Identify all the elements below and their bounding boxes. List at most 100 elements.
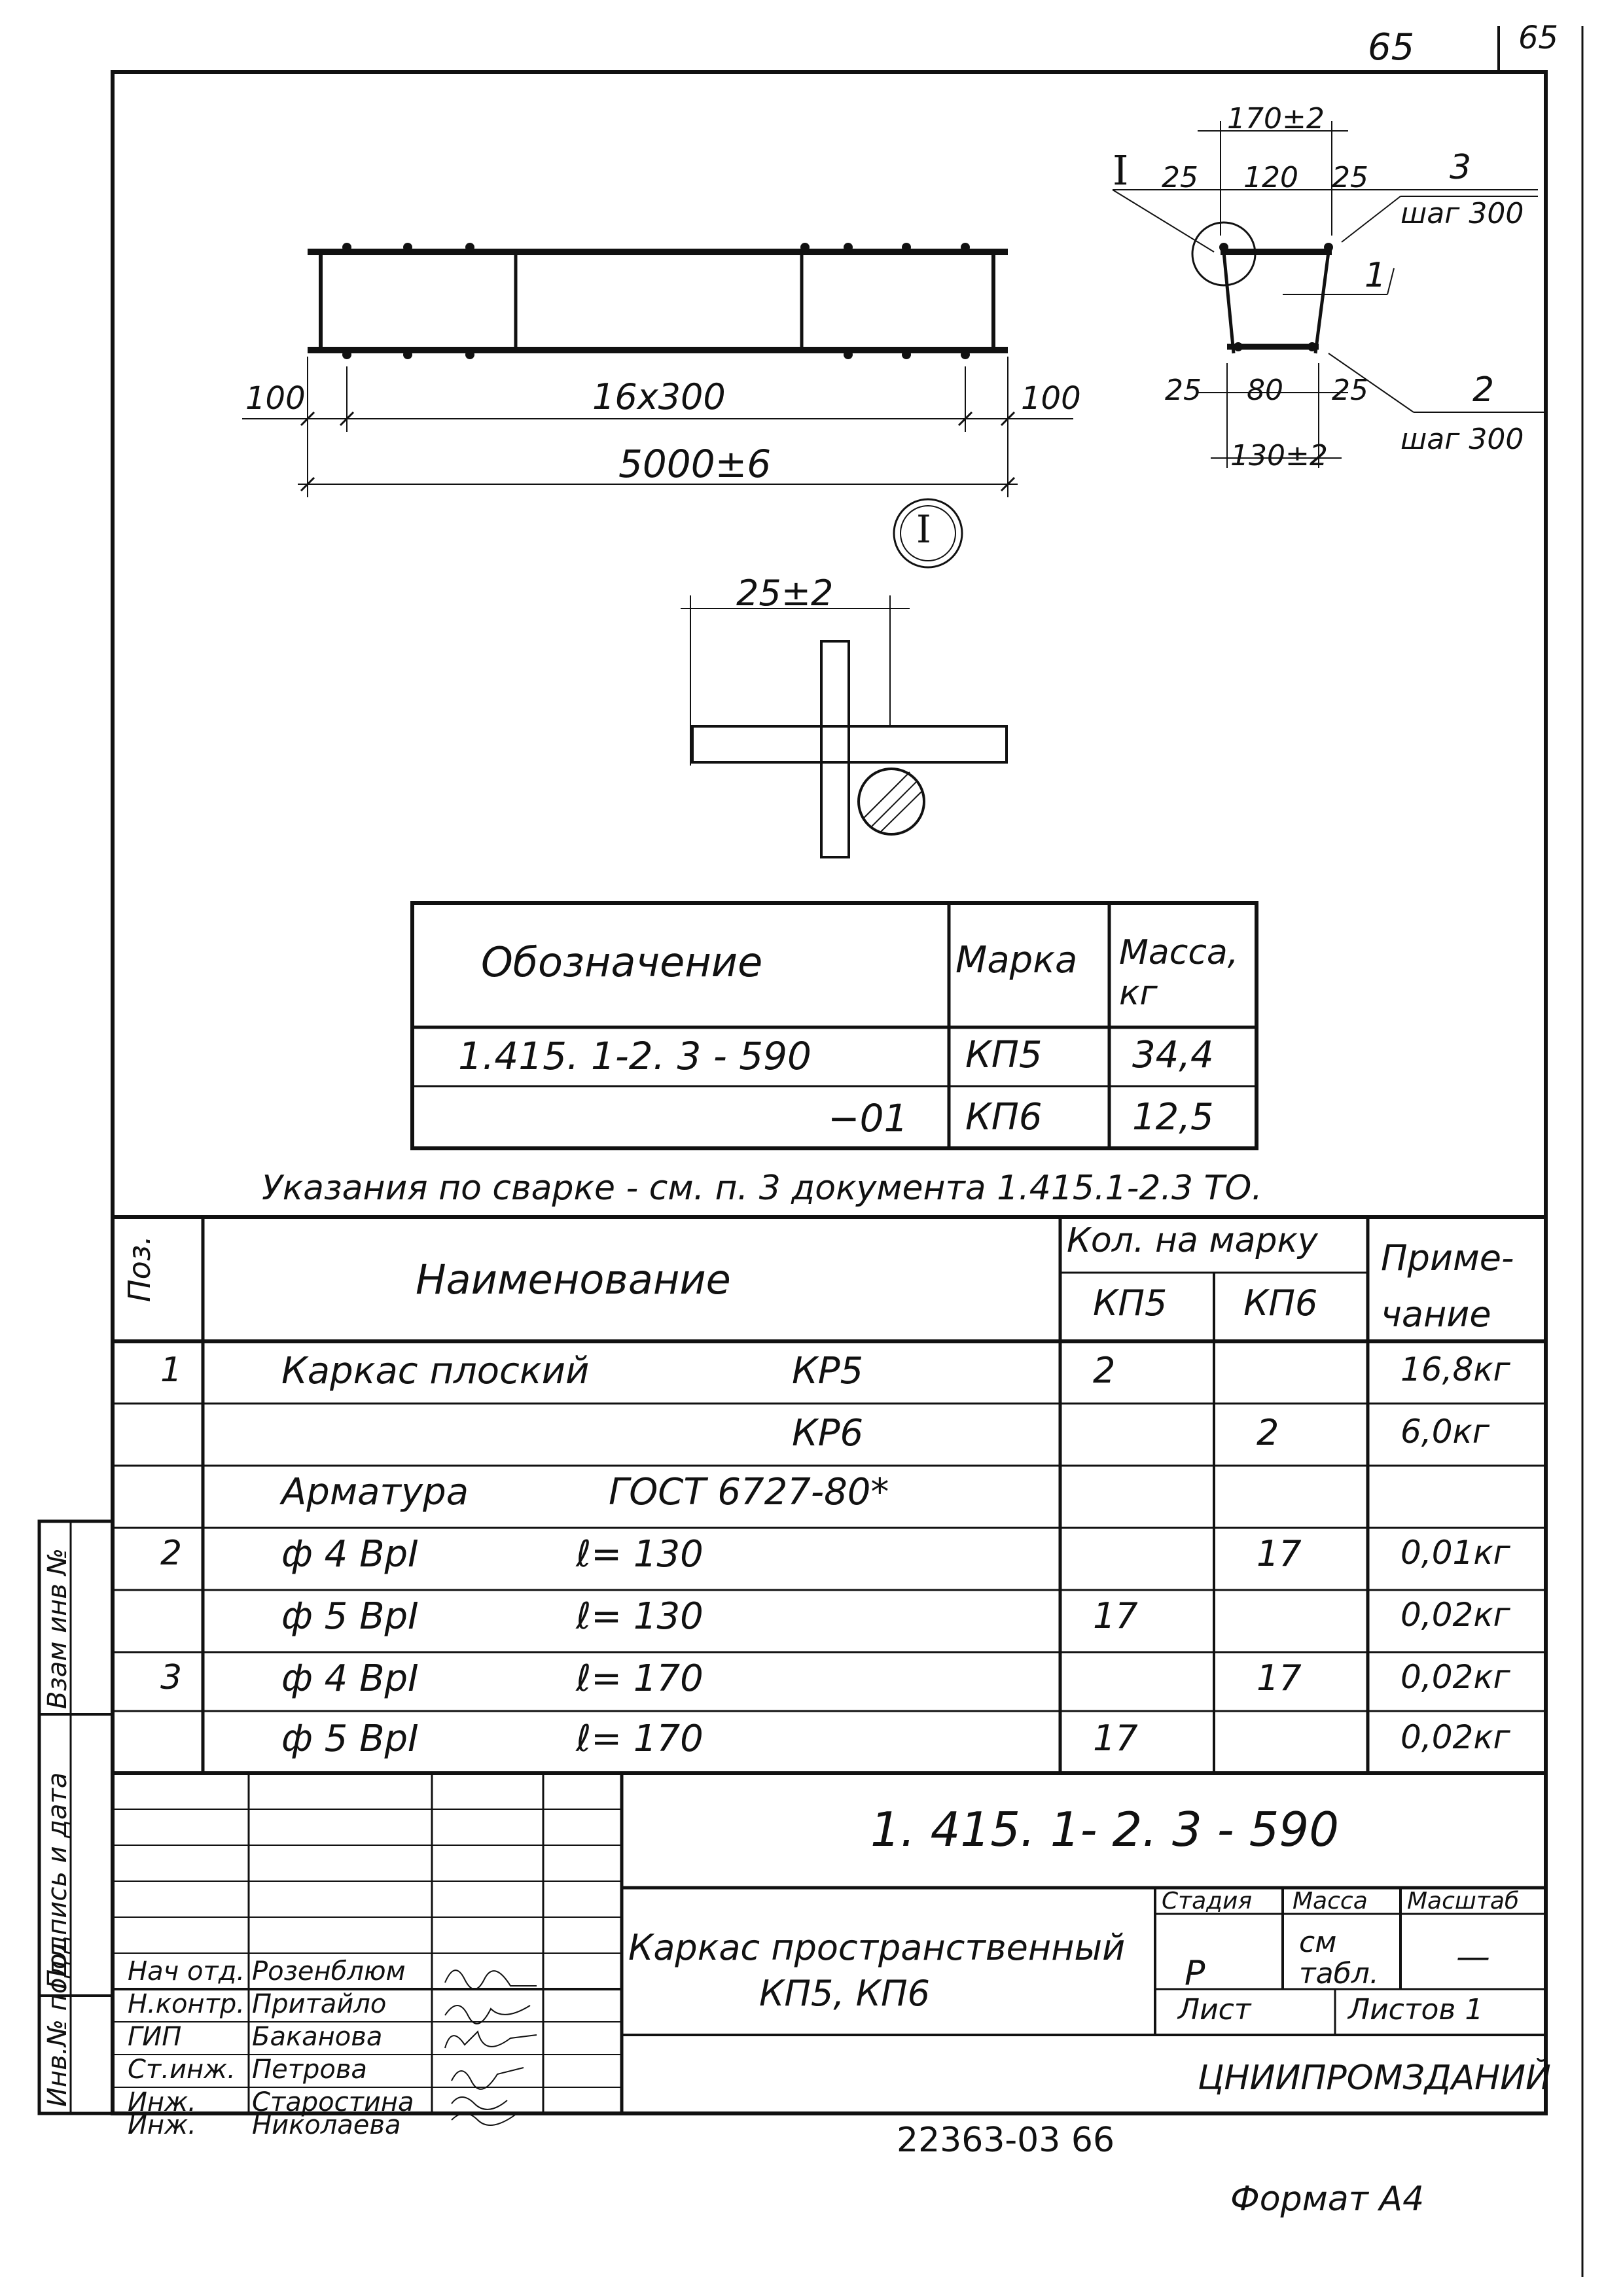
- section-label: I: [1113, 147, 1129, 194]
- spec-cell-note: 0,02кг: [1400, 1658, 1510, 1696]
- spec-cell-note: 16,8кг: [1400, 1351, 1510, 1388]
- section-dim-bot-total: 130±2: [1230, 439, 1328, 472]
- dim-end-right: 100: [1021, 380, 1081, 417]
- title-block-grid: [113, 1773, 1546, 2113]
- signature-name: Притайло: [252, 1989, 387, 2019]
- doc-code: 1. 415. 1- 2. 3 - 590: [870, 1802, 1340, 1857]
- spec-cell-ref: ℓ= 170: [576, 1657, 704, 1700]
- spec-cell-name: Арматура: [281, 1471, 469, 1513]
- section-dim-bot-mid: 80: [1247, 374, 1283, 407]
- mark-header-mark: Марка: [955, 939, 1078, 981]
- spec-cell-note: 0,01кг: [1400, 1534, 1510, 1572]
- spec-cell-note: 6,0кг: [1400, 1413, 1489, 1451]
- spec-cell-name: Каркас плоский: [281, 1350, 590, 1392]
- welding-note: Указания по сварке - см. п. 3 документа …: [262, 1169, 1262, 1208]
- section-view: [1112, 121, 1544, 468]
- section-pos3-step: шаг 300: [1400, 197, 1524, 230]
- stage-value: Р: [1185, 1954, 1205, 1993]
- page-number-left: 65: [1368, 26, 1415, 69]
- spec-header-name: Наименование: [416, 1256, 731, 1303]
- spec-header-kp6: КП6: [1243, 1282, 1318, 1324]
- spec-cell-name: ф 5 ВрI: [281, 1595, 419, 1638]
- detail-dim: 25±2: [736, 573, 834, 614]
- side-sign-date: Подпись и дата: [43, 1772, 73, 1989]
- signature-role: Инж.: [128, 2087, 196, 2117]
- spec-cell-kp5: 17: [1093, 1595, 1138, 1636]
- spec-cell-ref: КР6: [792, 1412, 864, 1455]
- section-dim-top-left: 25: [1162, 161, 1198, 194]
- spec-cell-pos: 3: [160, 1658, 183, 1697]
- stage-label: Стадия: [1162, 1888, 1253, 1915]
- sheet-frame: [111, 70, 1548, 2115]
- spec-cell-pos: 2: [160, 1534, 183, 1573]
- elevation-view: [242, 243, 1073, 497]
- spec-cell-name: ф 4 ВрI: [281, 1657, 419, 1700]
- section-pos3: 3: [1450, 148, 1472, 187]
- signature-name: Баканова: [252, 2022, 383, 2052]
- side-replace-inv: Взам инв №: [43, 1547, 73, 1709]
- spec-cell-ref: ℓ= 130: [576, 1595, 704, 1638]
- spec-cell-name: ф 5 ВрI: [281, 1718, 419, 1760]
- mark-header-designation: Обозначение: [481, 938, 763, 986]
- mark-row2-designation: −01: [828, 1096, 908, 1140]
- spec-header-qty: Кол. на марку: [1067, 1221, 1318, 1260]
- scale-value: —: [1456, 1937, 1490, 1977]
- section-pos2-step: шаг 300: [1400, 423, 1524, 456]
- signature-role: Инж.: [128, 2110, 196, 2140]
- section-pos1: 1: [1364, 256, 1387, 295]
- section-dim-bot-right: 25: [1332, 374, 1368, 407]
- signature-role: Нач отд.: [128, 1956, 245, 1987]
- mark-row2-mark: КП6: [965, 1096, 1043, 1139]
- spec-cell-kp5: 2: [1093, 1350, 1116, 1391]
- spec-cell-kp5: 17: [1093, 1718, 1138, 1759]
- spec-cell-note: 0,02кг: [1400, 1596, 1510, 1634]
- detail-label: I: [916, 507, 931, 552]
- scale-label: Масштаб: [1407, 1888, 1520, 1915]
- mass-value: см табл.: [1299, 1926, 1379, 1991]
- mass-label: Масса: [1293, 1888, 1368, 1915]
- bottom-code: 22363-03 66: [897, 2121, 1115, 2160]
- signature-role: Ст.инж.: [128, 2055, 236, 2085]
- section-dim-top-mid: 120: [1243, 161, 1298, 194]
- organization: ЦНИИПРОМЗДАНИЙ: [1198, 2058, 1551, 2098]
- spec-cell-name: ф 4 ВрI: [281, 1533, 419, 1576]
- spec-cell-kp6: 17: [1257, 1657, 1302, 1699]
- section-dim-bot-left: 25: [1165, 374, 1202, 407]
- section-pos2: 2: [1472, 370, 1495, 410]
- page-number-right: 65: [1518, 20, 1559, 56]
- spec-cell-kp6: 2: [1257, 1412, 1279, 1453]
- signature-name: Старостина: [252, 2087, 414, 2117]
- mark-row1-mass: 34,4: [1132, 1034, 1214, 1076]
- mark-row2-mass: 12,5: [1132, 1096, 1214, 1139]
- spec-cell-kp6: 17: [1257, 1533, 1302, 1574]
- spec-header-pos: Поз.: [122, 1235, 157, 1302]
- title-line2: КП5, КП6: [759, 1973, 930, 2014]
- spec-header-note: Приме-чание: [1381, 1237, 1514, 1335]
- spec-cell-ref: ℓ= 170: [576, 1718, 704, 1760]
- spec-table-grid: [113, 1215, 1546, 1775]
- dim-spacing: 16x300: [592, 376, 726, 417]
- sheet-label: Лист: [1178, 1993, 1251, 2026]
- signature-role: Н.контр.: [128, 1989, 245, 2019]
- section-dim-top-right: 25: [1332, 161, 1368, 194]
- spec-cell-note: 0,02кг: [1400, 1718, 1510, 1756]
- title-line1: Каркас пространственный: [628, 1927, 1126, 1968]
- format-label: Формат А4: [1230, 2180, 1425, 2219]
- sheets-label: Листов 1: [1348, 1993, 1484, 2026]
- signature-name: Николаева: [252, 2110, 401, 2140]
- signatures: [444, 1969, 537, 2126]
- mark-row1-mark: КП5: [965, 1034, 1043, 1076]
- spec-cell-ref: КР5: [792, 1350, 864, 1392]
- side-stamp-grid: [37, 1519, 115, 2115]
- spec-header-kp5: КП5: [1093, 1282, 1168, 1324]
- signature-role: ГИП: [128, 2022, 182, 2052]
- spec-cell-ref: ℓ= 130: [576, 1533, 704, 1576]
- signature-name: Розенблюм: [252, 1956, 406, 1987]
- mark-header-mass: Масса, кг: [1119, 933, 1239, 1014]
- mark-table-grid: [410, 901, 1258, 1150]
- detail-view: [681, 498, 1008, 858]
- dim-end-left: 100: [245, 380, 306, 417]
- mark-row1-designation: 1.415. 1-2. 3 - 590: [458, 1034, 812, 1078]
- dim-total: 5000±6: [618, 442, 772, 486]
